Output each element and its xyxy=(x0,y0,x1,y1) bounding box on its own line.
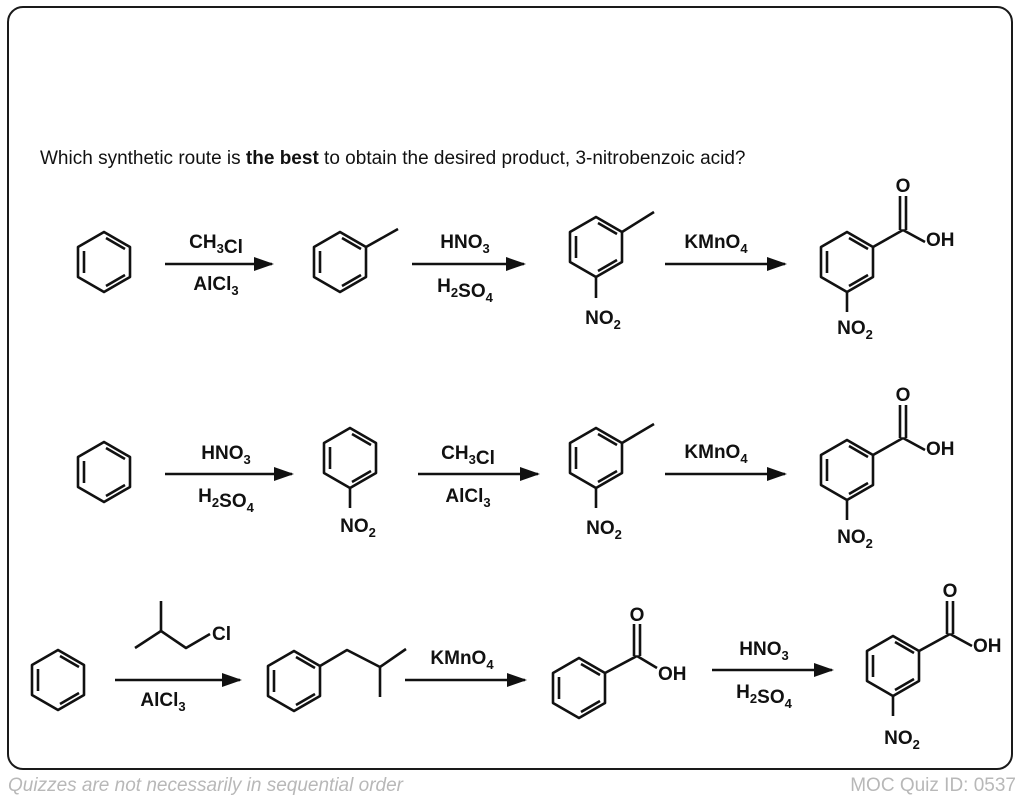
oxygen-label: O xyxy=(630,605,645,626)
benzene-molecule xyxy=(76,230,132,294)
reagent-top: CH3Cl xyxy=(189,232,243,258)
route-3: Cl AlCl3 KMnO4 O OH HNO3 H2SO4 xyxy=(30,581,1002,752)
reagent-top: HNO3 xyxy=(440,232,489,256)
reaction-arrow-3: HNO3 H2SO4 xyxy=(712,639,834,711)
benzene-molecule xyxy=(76,440,132,504)
footer-note: Quizzes are not necessarily in sequentia… xyxy=(8,775,403,796)
oxygen-label: O xyxy=(896,385,911,406)
reaction-arrow-2: HNO3 H2SO4 xyxy=(412,232,526,305)
question-emphasis: the best xyxy=(245,148,319,169)
oxygen-label: O xyxy=(943,581,958,602)
nitro-label: NO2 xyxy=(585,308,621,332)
benzoic-acid-molecule: O OH xyxy=(551,605,687,720)
reagent-top: HNO3 xyxy=(739,639,788,663)
isobutylbenzene-molecule xyxy=(266,647,407,713)
3-nitrotoluene-molecule: NO2 xyxy=(568,210,655,332)
hydroxyl-label: OH xyxy=(973,636,1002,657)
reaction-arrow-2: CH3Cl AlCl3 xyxy=(418,443,540,510)
hydroxyl-label: OH xyxy=(926,230,955,251)
reagent-top: KMnO4 xyxy=(684,442,748,466)
reaction-arrow-3: KMnO4 xyxy=(665,232,787,271)
reagent-bottom: AlCl3 xyxy=(140,690,185,714)
reagent-top: CH3Cl xyxy=(441,443,495,469)
reaction-arrow-1: Cl AlCl3 xyxy=(115,601,242,714)
reaction-arrow-1: HNO3 H2SO4 xyxy=(165,443,294,515)
3-nitrobenzoic-acid-product: O OH NO2 xyxy=(819,385,955,551)
3-nitrobenzoic-acid-product: O OH NO2 xyxy=(865,581,1002,752)
nitro-label: NO2 xyxy=(340,516,376,540)
reagent-top: HNO3 xyxy=(201,443,250,467)
nitrobenzene-molecule: NO2 xyxy=(322,426,378,540)
isobutyl-chloride-reagent: Cl xyxy=(134,601,231,650)
reagent-bottom: AlCl3 xyxy=(445,486,490,510)
oxygen-label: O xyxy=(896,176,911,197)
question-suffix: to obtain the desired product, 3-nitrobe… xyxy=(318,148,746,169)
3-nitrobenzoic-acid-product: O OH NO2 xyxy=(819,176,955,342)
reaction-arrow-1: CH3Cl AlCl3 xyxy=(165,232,274,298)
nitro-label: NO2 xyxy=(586,518,622,542)
hydroxyl-label: OH xyxy=(926,439,955,460)
reagent-bottom: H2SO4 xyxy=(437,276,493,305)
reagent-top: KMnO4 xyxy=(684,232,748,256)
reagent-bottom: H2SO4 xyxy=(736,682,792,711)
nitro-label: NO2 xyxy=(837,318,873,342)
reaction-arrow-3: KMnO4 xyxy=(665,442,787,481)
nitro-label: NO2 xyxy=(837,527,873,551)
3-nitrotoluene-molecule: NO2 xyxy=(568,422,655,542)
reaction-arrow-2: KMnO4 xyxy=(405,648,527,687)
question-text: Which synthetic route is the best to obt… xyxy=(40,148,746,170)
quiz-card xyxy=(7,6,1013,770)
hydroxyl-label: OH xyxy=(658,664,687,685)
reagent-bottom: H2SO4 xyxy=(198,486,254,515)
chlorine-label: Cl xyxy=(212,624,231,645)
reagent-bottom: AlCl3 xyxy=(193,274,238,298)
toluene-molecule xyxy=(312,227,399,294)
benzene-molecule xyxy=(30,648,86,712)
quiz-id: MOC Quiz ID: 0537 xyxy=(850,775,1016,796)
nitro-label: NO2 xyxy=(884,728,920,752)
reagent-top: KMnO4 xyxy=(430,648,494,672)
question-prefix: Which synthetic route is xyxy=(40,148,246,169)
route-1: CH3Cl AlCl3 HNO3 H2SO4 NO2 KMnO4 xyxy=(76,176,955,342)
route-2: HNO3 H2SO4 NO2 CH3Cl AlCl3 NO2 KMnO4 xyxy=(76,385,955,551)
